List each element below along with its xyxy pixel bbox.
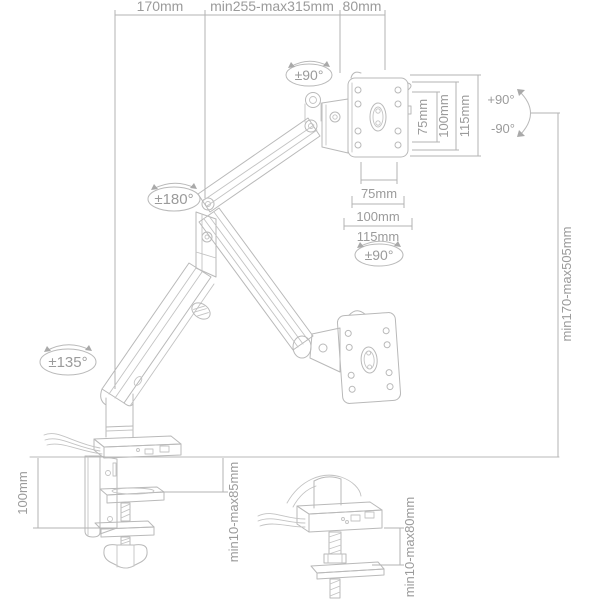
grommet-pole-stub — [313, 476, 342, 509]
gas-spring-end — [191, 302, 211, 320]
port — [350, 514, 361, 522]
dim-label-grommet-capacity: min10-max80mm — [402, 497, 417, 597]
desk-cutout-curve — [286, 474, 362, 504]
arm-upper-segment-lowered — [198, 207, 341, 373]
tilt-down-label: -90° — [491, 121, 515, 136]
vesa-vertical-dimensions: 75mm 100mm 115mm — [410, 74, 481, 157]
dim-label-80mm: 80mm — [343, 0, 382, 14]
rotation-arrow — [394, 241, 401, 247]
grommet-nut — [323, 553, 347, 564]
dim-label-vesa-h-75: 75mm — [361, 186, 397, 201]
rotation-top-vesa: ±90° — [285, 60, 333, 87]
rotation-arrow — [323, 61, 330, 67]
arm-upper-segment-raised — [197, 92, 349, 213]
rotation-arrow — [517, 130, 525, 137]
rotation-arrow — [190, 183, 197, 189]
clamp-capacity-dimension: min10-max85mm — [160, 458, 241, 562]
arm-lower-segment — [101, 262, 215, 407]
dim-label-vesa-v-115: 115mm — [457, 95, 472, 137]
dim-label-clamp-height: 100mm — [15, 471, 30, 514]
monitor-arm-assembly — [100, 92, 349, 438]
grommet-capacity-dimension: min10-max80mm — [372, 497, 417, 597]
dim-label-vesa-h-100: 100mm — [356, 209, 399, 224]
rotation-label-base: ±135° — [48, 354, 87, 371]
dim-label-height-range: min170-max505mm — [559, 227, 574, 342]
grommet-screw-rod — [310, 531, 385, 599]
rotation-elbow: ±180° — [147, 182, 201, 212]
rotation-arrow — [357, 242, 364, 248]
port — [144, 448, 154, 455]
height-range-dimension: min170-max505mm — [557, 113, 574, 457]
cables-left — [43, 433, 103, 455]
cables-right — [257, 513, 306, 528]
grommet-base-box — [296, 501, 383, 533]
rotation-arrow — [517, 89, 525, 96]
vesa-plate-bottom — [336, 310, 402, 404]
rotation-base: ±135° — [39, 344, 97, 376]
dim-label-min255-max315mm: min255-max315mm — [210, 0, 334, 14]
dim-label-vesa-h-115: 115mm — [357, 229, 399, 244]
ball-joint — [292, 335, 312, 359]
port — [159, 445, 170, 453]
vesa-center-boss — [360, 346, 378, 374]
dim-label-clamp-capacity: min10-max85mm — [226, 462, 241, 562]
arm-pole — [100, 388, 134, 438]
clamp-height-dimension: 100mm — [15, 458, 117, 529]
vesa-plate-top — [347, 71, 412, 158]
port — [364, 511, 375, 519]
grommet-mount-assembly — [257, 474, 385, 599]
clamp-wing-knob — [103, 544, 148, 569]
vesa-tilt-bracket — [321, 98, 349, 154]
c-clamp-bracket — [84, 455, 165, 569]
rotation-label-elbow: ±180° — [154, 191, 193, 208]
rotation-arrow — [151, 184, 158, 190]
rotation-arrow — [85, 345, 92, 351]
vesa-horizontal-dimensions: 75mm 100mm 115mm — [343, 162, 413, 244]
rotation-label-bottom-vesa: ±90° — [365, 247, 394, 263]
clamp-base-box — [93, 435, 182, 459]
dim-label-vesa-v-100: 100mm — [436, 94, 451, 137]
rotation-bottom-vesa: ±90° — [354, 240, 404, 267]
dim-label-vesa-v-75: 75mm — [415, 99, 430, 135]
desk-clamp-assembly — [43, 433, 182, 569]
rotation-arrow — [44, 346, 51, 352]
top-width-dimensions: 170mm min255-max315mm 80mm — [114, 0, 386, 389]
rotation-arrow — [288, 62, 295, 68]
tilt-annotation: +90° -90° — [487, 89, 560, 137]
rotation-label-top-vesa: ±90° — [295, 67, 324, 83]
tilt-up-label: +90° — [487, 92, 514, 107]
vesa-center-boss — [369, 102, 387, 132]
dim-label-170mm: 170mm — [137, 0, 184, 14]
clamp-screw-rod — [120, 502, 131, 522]
